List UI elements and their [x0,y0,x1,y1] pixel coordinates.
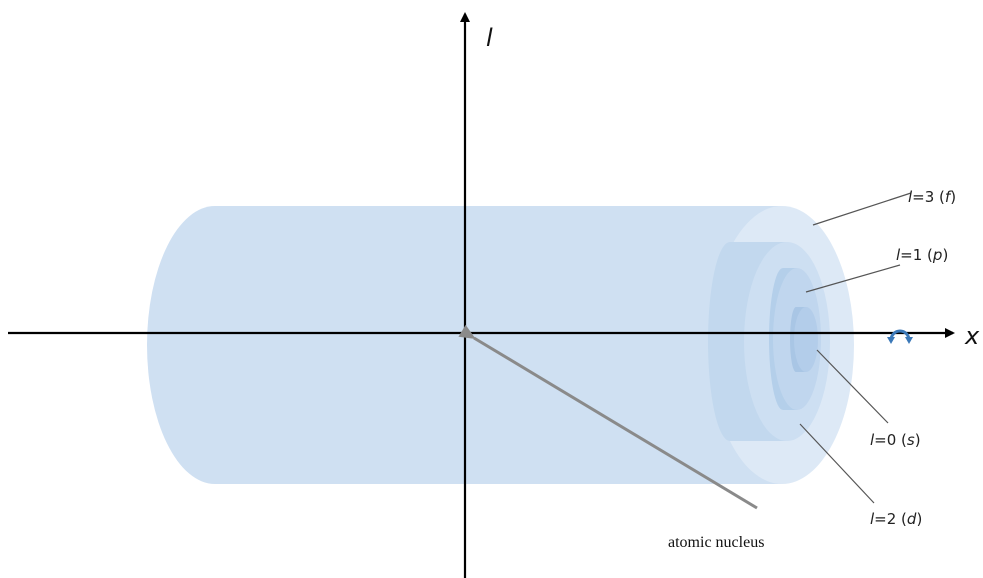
nucleus-label: atomic nucleus [668,534,764,551]
shell-label-s: l=0 (s) [870,431,921,449]
p-label-leader [805,264,901,293]
s-shell-face [794,307,818,372]
shell-label-d: l=2 (d) [870,510,922,528]
vertical-axis-label: l [486,24,493,52]
s-shell-cylinder [790,307,818,372]
shell-label-p: l=1 (p) [896,246,948,264]
f-label-leader [812,192,912,226]
nucleus-pointer-arrow [458,324,758,510]
shell-label-f: l=3 (f) [908,188,956,206]
d-label-leader [799,423,875,504]
s-label-leader [816,349,889,424]
rotation-arrow-icon [887,329,913,344]
horizontal-axis-label: x [964,322,980,350]
